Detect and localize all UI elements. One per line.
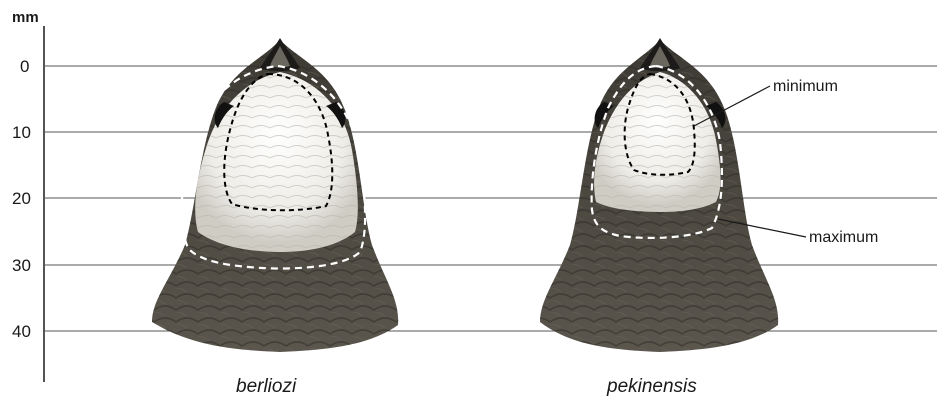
species-label-berliozi: berliozi <box>236 376 297 397</box>
tick-label: 30 <box>12 256 31 275</box>
species-label-pekinensis: pekinensis <box>606 376 697 397</box>
tick-label: 40 <box>12 322 31 341</box>
callout-label-maximum: maximum <box>809 229 878 246</box>
bird-pekinensis <box>540 38 778 352</box>
tick-label: 0 <box>20 57 29 76</box>
bird-berliozi <box>152 38 398 352</box>
tick-label: 20 <box>12 189 31 208</box>
y-axis-unit: mm <box>12 9 39 26</box>
callout-label-minimum: minimum <box>773 78 838 95</box>
tick-label: 10 <box>12 123 31 142</box>
tick-labels: 0 10 20 30 40 <box>12 57 31 341</box>
